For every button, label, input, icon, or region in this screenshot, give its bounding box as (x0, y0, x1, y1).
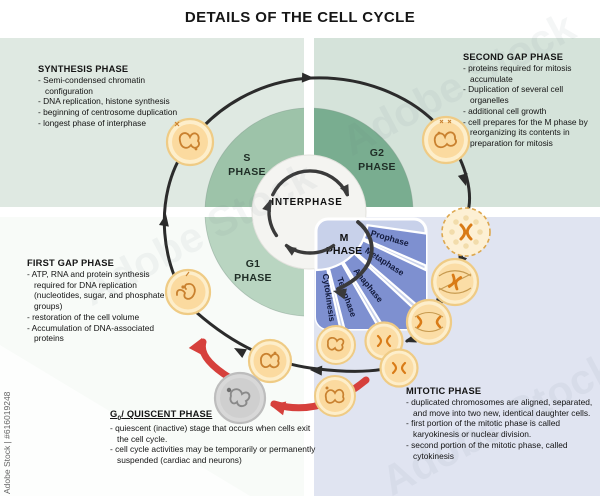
metaphase-wedge (353, 238, 426, 329)
anaphase-wedge (341, 251, 426, 329)
svg-text:PHASE: PHASE (234, 272, 272, 284)
svg-text:PHASE: PHASE (228, 166, 266, 178)
interphase-ring (204, 107, 414, 317)
quiescent-bullet: - quiescent (inactive) stage that occurs… (110, 422, 311, 444)
cell-prophase (441, 207, 491, 257)
second-gap-phase-block: SECOND GAP PHASE - proteins required for… (463, 52, 597, 149)
synthesis-bullet: - DNA replication, histone synthesis (38, 96, 170, 107)
first-gap-phase-heading: FIRST GAP PHASE (27, 258, 115, 268)
cell-daughter-1 (316, 325, 356, 365)
mitotic-phase-block: MITOTIC PHASE - duplicated chromosomes a… (406, 386, 599, 461)
synthesis-bullet: - beginning of centrosome duplication (38, 107, 178, 118)
cell-daughter-2 (314, 375, 356, 417)
cell-g2-phase (421, 115, 471, 165)
cell-g0-quiescent (213, 371, 267, 425)
synthesis-bullet: - longest phase of interphase (38, 117, 147, 128)
first-gap-bullet: - restoration of the cell volume (27, 311, 140, 322)
synthesis-bullet: - Semi-condensed chromatin configuration (38, 75, 146, 96)
svg-text:PHASE: PHASE (358, 161, 396, 173)
svg-text:M: M (340, 232, 349, 244)
second-gap-bullet: - proteins required for mitosis accumula… (463, 63, 572, 84)
cell-anaphase (405, 298, 453, 346)
telophase-wedge (327, 261, 403, 329)
svg-text:S: S (243, 152, 250, 164)
cell-new-g1 (247, 338, 293, 384)
quiescent-phase-block: G0/ QUISCENT PHASE - quiescent (inactive… (110, 409, 316, 466)
background-highlight (0, 345, 250, 496)
g1-phase-label: G1 PHASE (234, 258, 272, 284)
second-gap-bullet: - cell prepares for the M phase by reorg… (463, 116, 588, 148)
page-title: DETAILS OF THE CELL CYCLE (184, 9, 416, 26)
first-gap-bullet: - Accumulation of DNA-associated protein… (27, 322, 155, 344)
cell-g1-phase (164, 268, 212, 316)
second-gap-bullet: - additional cell growth (463, 105, 547, 116)
cell-metaphase (430, 257, 480, 307)
m-phase-label: M PHASE (326, 232, 362, 257)
quiescent-bullet: - cell cycle activities may be temporari… (110, 444, 316, 465)
mitotic-bullet: - second portion of the mitotic phase, c… (406, 439, 568, 461)
first-gap-phase-block: FIRST GAP PHASE - ATP, RNA and protein s… (27, 258, 177, 344)
mitotic-phase-heading: MITOTIC PHASE (406, 386, 482, 396)
interphase-arrowheads (262, 184, 349, 300)
second-gap-phase-heading: SECOND GAP PHASE (463, 52, 564, 62)
cell-s-phase (165, 117, 215, 167)
svg-text:G1: G1 (246, 258, 261, 270)
svg-text:PHASE: PHASE (326, 245, 362, 257)
synthesis-phase-heading: SYNTHESIS PHASE (38, 64, 129, 74)
second-gap-bullet: - Duplication of several cell organelles (463, 84, 564, 106)
interphase-label: INTERPHASE (271, 197, 342, 208)
s-phase-label: S PHASE (228, 152, 266, 178)
mitotic-bullet: - first portion of the mitotic phase is … (406, 418, 561, 440)
stock-id-watermark: Adobe Stock | #616019248 (2, 391, 12, 494)
g2-phase-label: G2 PHASE (358, 147, 396, 173)
cell-telophase (364, 321, 419, 388)
synthesis-phase-block: SYNTHESIS PHASE - Semi-condensed chromat… (38, 64, 194, 129)
quiescent-phase-heading: G0/ QUISCENT PHASE (110, 409, 213, 422)
mitotic-bullet: - duplicated chromosomes are aligned, se… (406, 397, 593, 418)
svg-text:G2: G2 (370, 147, 385, 159)
first-gap-bullet: - ATP, RNA and protein synthesis require… (27, 269, 165, 312)
